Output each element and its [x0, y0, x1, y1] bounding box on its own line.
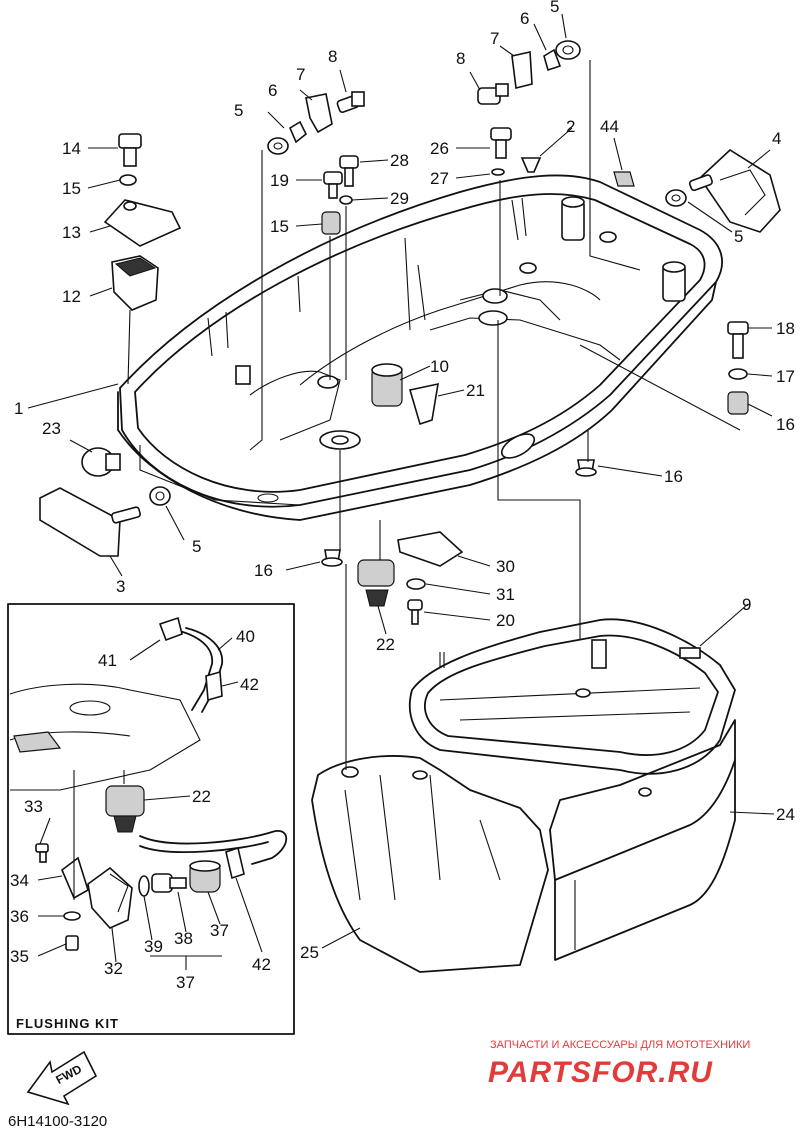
- callout-11: 12: [62, 287, 81, 306]
- callout-20: 20: [496, 611, 515, 630]
- callout-33: 33: [24, 797, 43, 816]
- callout-40: 39: [144, 937, 163, 956]
- watermark-tagline: ЗАПЧАСТИ И АКСЕССУАРЫ ДЛЯ МОТОТЕХНИКИ: [490, 1039, 750, 1051]
- callout-36: 36: [10, 907, 29, 926]
- inset-title: FLUSHING KIT: [16, 1016, 119, 1031]
- callout-5-lower-left: 5: [192, 537, 201, 556]
- callout-8-left: 8: [328, 47, 337, 66]
- callout-28: 28: [390, 151, 409, 170]
- callout-29: 29: [390, 189, 409, 208]
- lower-frame: [408, 618, 736, 775]
- callout-16-right: 16: [664, 467, 683, 486]
- callout-12: 13: [62, 223, 81, 242]
- callout-26: 26: [430, 139, 449, 158]
- callout-35: 35: [10, 947, 29, 966]
- callout-43: 42: [240, 675, 259, 694]
- callout-6-left: 6: [268, 81, 277, 100]
- lower-cover-right: [549, 719, 736, 961]
- callout-27: 27: [430, 169, 449, 188]
- diagram-code: 6H14100-3120: [8, 1113, 107, 1130]
- flushing-kit-inset: [7, 603, 295, 1035]
- callout-3: 3: [116, 577, 125, 596]
- callout-39: 38: [174, 929, 193, 948]
- leader-lines: [27, 13, 775, 949]
- callout-15-left: 15: [270, 217, 289, 236]
- small-parts: [39, 40, 781, 625]
- callout-21: 21: [466, 381, 485, 400]
- lower-cover-left: [311, 755, 549, 973]
- callout-13: 14: [62, 139, 81, 158]
- watermark: ЗАПЧАСТИ И АКСЕССУАРЫ ДЛЯ МОТОТЕХНИКИ PA…: [488, 1039, 750, 1089]
- bottom-cowling: [117, 174, 723, 521]
- callout-18: 18: [776, 319, 795, 338]
- callout-42-bottom: 42: [252, 955, 271, 974]
- callout-37: 37: [176, 973, 195, 992]
- callout-4: 4: [772, 129, 781, 148]
- callout-17: 17: [776, 367, 795, 386]
- callout-32: 32: [104, 959, 123, 978]
- callout-19: 19: [270, 171, 289, 190]
- watermark-brand: PARTSFOR.RU: [488, 1056, 713, 1089]
- callout-22-main: 22: [376, 635, 395, 654]
- callout-34: 34: [10, 871, 29, 890]
- callout-6-right: 6: [520, 9, 529, 28]
- callout-30: 30: [496, 557, 515, 576]
- callout-44: 44: [600, 117, 619, 136]
- callout-22-inset: 22: [192, 787, 211, 806]
- callout-16-left: 16: [254, 561, 273, 580]
- callout-31: 31: [496, 585, 515, 604]
- callout-38: 37: [210, 921, 229, 940]
- callout-5-left-top: 5: [234, 101, 243, 120]
- callout-42-top: 41: [98, 651, 117, 670]
- callout-41: 40: [236, 627, 255, 646]
- callout-14: 15: [62, 179, 81, 198]
- callout-24: 24: [776, 805, 795, 824]
- callout-7-right: 7: [490, 29, 499, 48]
- callout-labels: 14 15 13 12 1 23 5 6 7 8 8 7 6 5 2 44 4 …: [8, 0, 795, 1130]
- callout-15-right: 16: [776, 415, 795, 434]
- callout-10: 10: [430, 357, 449, 376]
- fwd-arrow: [26, 1050, 98, 1106]
- callout-5-right-side: 5: [734, 227, 743, 246]
- callout-25: 25: [300, 943, 319, 962]
- callout-1: 1: [14, 399, 23, 418]
- callout-5-right-top: 5: [550, 0, 559, 16]
- callout-8-right: 8: [456, 49, 465, 68]
- callout-2: 2: [566, 117, 575, 136]
- callout-23: 23: [42, 419, 61, 438]
- callout-9: 9: [742, 595, 751, 614]
- callout-7-left: 7: [296, 65, 305, 84]
